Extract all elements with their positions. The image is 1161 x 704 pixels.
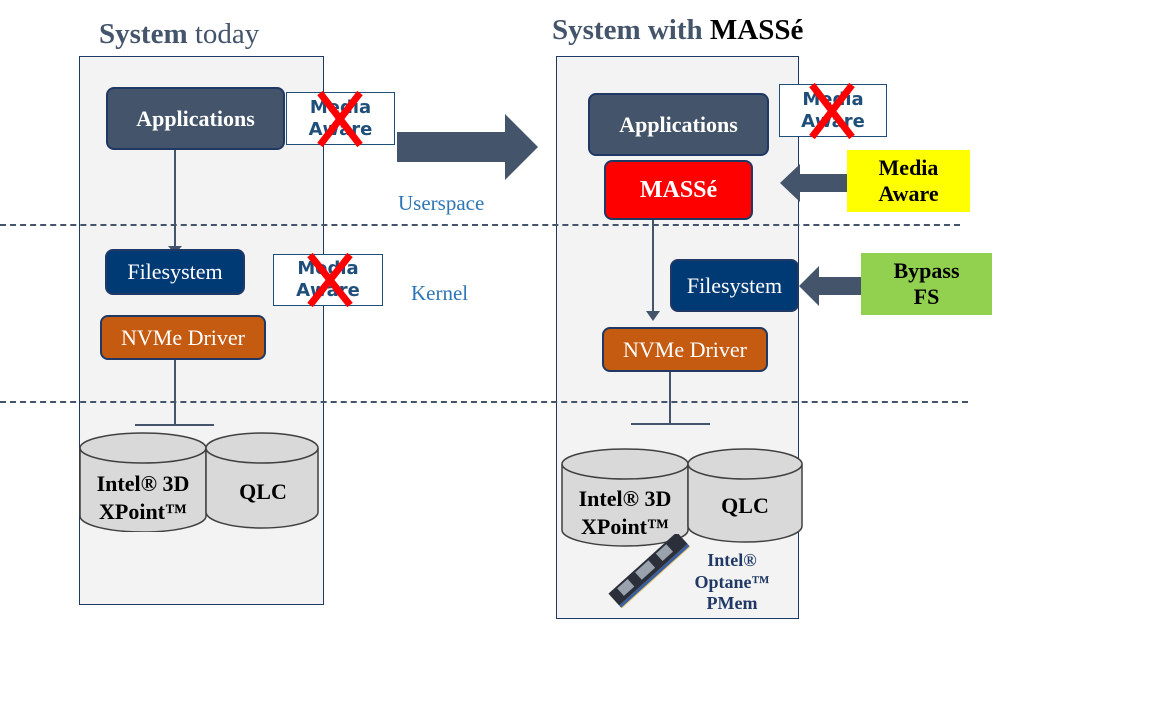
left-title-bold: System [99,18,188,50]
left-storage-cylinders [79,432,319,532]
left-applications-label: Applications [136,105,255,131]
left-filesystem-box: Filesystem [105,249,245,295]
left-app-media-aware-crossed: Media Aware [286,91,395,147]
xpoint-cylinder-icon [561,448,689,547]
masse-box: MASSé [604,160,753,220]
right-nvme-driver-label: NVMe Driver [622,336,748,362]
kernel-hardware-boundary [0,401,968,403]
right-filesystem-box: Filesystem [670,259,799,312]
right-title-prefix: System with [552,14,710,46]
left-storage-bus-line [135,424,214,426]
kernel-label: Kernel [411,281,469,305]
pmem-label-line2: Optane™ [694,571,770,592]
left-qlc-label: QLC [239,479,287,504]
pmem-label: Intel® Optane™ PMem [683,550,781,615]
media-aware-tag: Media Aware [847,150,970,212]
xpoint-cylinder-icon [79,432,207,532]
left-title: System today [99,20,259,49]
pmem-dimm-icon [608,534,691,608]
xpoint-line2: XPoint™ [99,498,187,524]
left-filesystem-label: Filesystem [127,259,223,284]
right-storage-cylinders [561,448,803,547]
left-nvme-driver-label: NVMe Driver [120,324,246,350]
pmem-label-line3: PMem [706,593,758,614]
userspace-kernel-boundary [0,224,960,226]
left-title-rest: today [187,18,260,50]
media-aware-tag-line2: Aware [878,181,939,206]
media-aware-tag-line1: Media [878,154,939,180]
right-down-arrowhead-icon [646,311,660,321]
bypass-fs-tag: Bypass FS [861,253,992,315]
right-nvme-to-storage-connector [669,372,671,424]
media-label-line1: Media [309,96,372,118]
right-applications-box: Applications [588,93,769,156]
xpoint-line1: Intel® 3D [96,471,190,496]
userspace-label: Userspace [398,191,485,215]
bypass-left-arrow-icon [799,266,861,306]
left-app-to-fs-connector [174,150,176,250]
right-masse-to-nvme-connector [652,220,654,316]
media-label-line1: Media [802,88,864,110]
xpoint-line1: Intel® 3D [578,486,672,511]
transition-arrow-icon [397,114,538,180]
right-title: System with MASSé [552,16,803,45]
right-title-brand: MASSé [709,14,804,46]
left-applications-box: Applications [106,87,285,150]
bypass-tag-line2: FS [913,284,940,309]
right-qlc-label: QLC [721,493,769,518]
left-nvme-to-storage-connector [174,360,176,426]
right-applications-label: Applications [619,111,738,137]
xpoint-line2: XPoint™ [581,513,669,539]
pmem-label-line1: Intel® [707,550,757,570]
qlc-cylinder-icon [687,448,803,543]
left-nvme-driver-box: NVMe Driver [100,315,266,360]
right-nvme-driver-box: NVMe Driver [602,327,768,372]
media-label-line2: Aware [801,110,865,132]
qlc-cylinder-icon [205,432,319,529]
right-filesystem-label: Filesystem [686,272,783,298]
media-label-line2: Aware [296,280,360,301]
bypass-tag-line1: Bypass [893,257,960,283]
media-aware-left-arrow-icon [780,164,848,202]
media-label-line1: Media [297,258,359,280]
left-fs-media-aware-crossed: Media Aware [273,253,383,307]
media-label-line2: Aware [308,118,373,140]
right-storage-bus-line [631,423,710,425]
right-app-media-aware-crossed: Media Aware [779,83,887,139]
masse-label: MASSé [639,177,718,203]
